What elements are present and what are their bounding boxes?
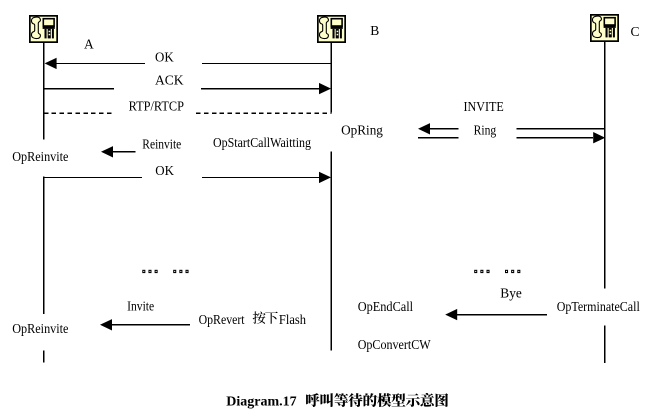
svg-text:OpStartCallWaitting: OpStartCallWaitting [213,135,311,150]
svg-text:RTP/RTCP: RTP/RTCP [129,98,184,113]
svg-text:OK: OK [155,163,174,178]
svg-text:OpTerminateCall: OpTerminateCall [557,299,640,314]
svg-text:OpConvertCW: OpConvertCW [358,337,431,352]
svg-text:OpRing: OpRing [341,123,383,138]
svg-text:B: B [370,23,379,38]
svg-text:C: C [631,24,640,39]
svg-text:Flash: Flash [279,312,306,327]
svg-text:Ring: Ring [474,123,497,138]
svg-text:OpEndCall: OpEndCall [358,299,414,314]
svg-text:OK: OK [155,49,174,64]
svg-text:OpRevert: OpRevert [199,312,245,327]
svg-text:OpReinvite: OpReinvite [12,149,68,164]
svg-text:Diagram.17: Diagram.17 [226,394,296,409]
svg-text:Bye: Bye [500,286,522,301]
svg-text:ACK: ACK [155,73,184,88]
svg-text:A: A [84,37,94,52]
svg-text:Invite: Invite [127,299,154,314]
svg-text:INVITE: INVITE [464,99,504,114]
svg-text:Reinvite: Reinvite [142,136,181,151]
svg-text:OpReinvite: OpReinvite [12,321,68,336]
